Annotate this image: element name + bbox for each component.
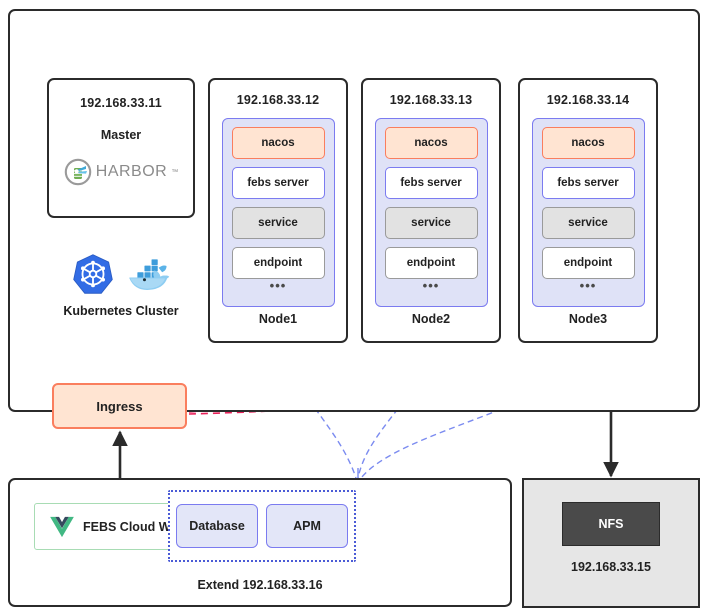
worker-node-box-2[interactable]: 192.168.33.13 nacos febs server service … — [361, 78, 501, 343]
nfs-frame[interactable]: NFS 192.168.33.15 — [522, 478, 700, 608]
node-ip-label: 192.168.33.13 — [389, 93, 473, 107]
node-name-label: Node2 — [411, 312, 451, 326]
master-ip-label: 192.168.33.11 — [80, 96, 162, 110]
node-name-label: Node3 — [568, 312, 608, 326]
pod-nacos[interactable]: nacos — [541, 127, 635, 159]
harbor-trademark: ™ — [171, 168, 179, 176]
pod-febs-server[interactable]: febs server — [231, 167, 325, 199]
master-node-box[interactable]: 192.168.33.11 Master HARBOR ™ — [47, 78, 195, 218]
pod-service[interactable]: service — [541, 207, 635, 239]
nfs-ip-label: 192.168.33.15 — [571, 560, 651, 574]
node-ip-label: 192.168.33.14 — [546, 93, 630, 107]
worker-node-box-1[interactable]: 192.168.33.12 nacos febs server service … — [208, 78, 348, 343]
ingress-box[interactable]: Ingress — [52, 383, 187, 429]
pod-endpoint[interactable]: endpoint — [231, 247, 325, 279]
master-role-label: Master — [100, 128, 142, 142]
ingress-label: Ingress — [96, 398, 143, 414]
harbor-wordmark: HARBOR — [95, 163, 168, 180]
harbor-logo: HARBOR ™ — [64, 158, 178, 186]
pod-more-indicator: ••• — [579, 278, 597, 293]
nfs-chip: NFS — [562, 502, 660, 546]
pod-nacos[interactable]: nacos — [384, 127, 478, 159]
worker-node-box-3[interactable]: 192.168.33.14 nacos febs server service … — [518, 78, 658, 343]
pod-more-indicator: ••• — [269, 278, 287, 293]
febs-cloud-web-label: FEBS Cloud Web — [83, 519, 185, 534]
pod-panel: nacos febs server service endpoint ••• — [374, 118, 488, 307]
extend-caption: Extend 192.168.33.16 — [197, 578, 323, 592]
pod-febs-server[interactable]: febs server — [541, 167, 635, 199]
node-ip-label: 192.168.33.12 — [236, 93, 320, 107]
docker-icon — [129, 259, 170, 290]
external-services-group: Database APM — [168, 490, 356, 562]
node-name-label: Node1 — [258, 312, 298, 326]
pod-febs-server[interactable]: febs server — [384, 167, 478, 199]
pod-more-indicator: ••• — [422, 278, 440, 293]
kubernetes-icon — [73, 254, 113, 294]
external-service-apm[interactable]: APM — [266, 504, 348, 548]
cluster-logo-group: Kubernetes Cluster — [48, 252, 194, 318]
pod-panel: nacos febs server service endpoint ••• — [221, 118, 335, 307]
external-service-database[interactable]: Database — [176, 504, 258, 548]
vue-logo — [50, 516, 74, 537]
pod-panel: nacos febs server service endpoint ••• — [531, 118, 645, 307]
pod-nacos[interactable]: nacos — [231, 127, 325, 159]
pod-endpoint[interactable]: endpoint — [384, 247, 478, 279]
pod-service[interactable]: service — [231, 207, 325, 239]
pod-service[interactable]: service — [384, 207, 478, 239]
cluster-logo-caption: Kubernetes Cluster — [63, 304, 179, 318]
pod-endpoint[interactable]: endpoint — [541, 247, 635, 279]
harbor-mark-icon — [64, 158, 92, 186]
